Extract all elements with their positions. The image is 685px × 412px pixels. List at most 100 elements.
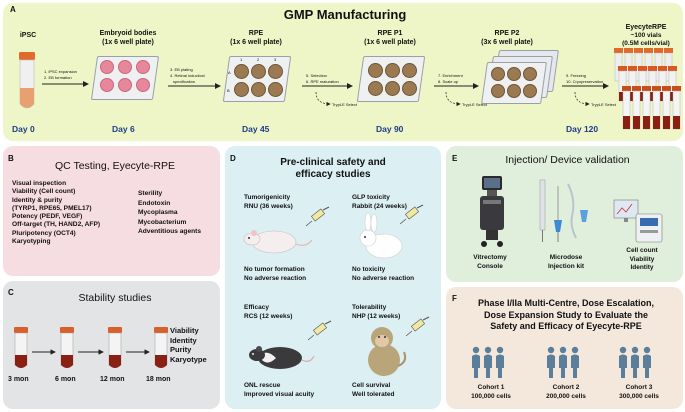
cohort-label: Cohort 1 100,000 cells: [466, 384, 516, 401]
person-icon: [547, 346, 555, 378]
device-label: Microdose Injection kit: [534, 254, 598, 271]
process-arrows: [42, 81, 609, 107]
eb-well: [118, 78, 132, 92]
rpe-well: [402, 81, 417, 96]
vial-icon: [153, 326, 169, 369]
panel-a-label: A: [10, 5, 16, 14]
rpe-well: [507, 84, 521, 98]
person-icon: [472, 346, 480, 378]
panel-e-label: E: [452, 154, 458, 163]
study-efficacy: Efficacy RCS (12 weeks): [244, 304, 292, 321]
eb-well: [100, 78, 114, 92]
stage-rpep1-sub: (1x 6 well plate): [364, 39, 416, 46]
rpe-well: [507, 67, 521, 81]
study-result: No tumor formation No adverse reaction: [244, 266, 306, 283]
attribute-item: Purity: [170, 345, 192, 354]
study-title: Efficacy: [244, 304, 269, 311]
study-model: NHP (12 weeks): [352, 312, 401, 320]
result-line: No adverse reaction: [244, 274, 307, 282]
panel-b-title: QC Testing, Eyecyte-RPE: [54, 160, 176, 172]
person-icon: [619, 346, 627, 378]
vials-icon: [614, 48, 681, 130]
step-label: 3. EB plating: [170, 67, 193, 72]
device-label: Cell count Viability Identity: [612, 247, 672, 273]
study-result: Cell survival Well tolerated: [352, 382, 395, 399]
result-line: Well tolerated: [352, 390, 395, 398]
stage-rpe-sub: (1x 6 well plate): [230, 39, 282, 46]
rpe-well: [234, 64, 249, 79]
syringe-icon: [305, 206, 330, 227]
rpe-well: [523, 67, 537, 81]
rpe-well: [402, 63, 417, 78]
panel-c-title: Stability studies: [78, 292, 152, 304]
qc-item: Sterility: [138, 190, 163, 197]
study-title: Tumorigenicity: [244, 194, 291, 201]
person-icon: [643, 346, 651, 378]
panel-e-title: Injection/ Device validation: [505, 154, 630, 166]
qc-item: Identity & purity: [12, 196, 63, 204]
cohort-people: [472, 346, 651, 378]
study-tumorigenicity: Tumorigenicity RNU (36 weeks): [244, 194, 293, 211]
plate-row-label: B: [227, 88, 230, 93]
qc-item: Visual inspection: [12, 180, 67, 187]
study-tolerability: Tolerability NHP (12 weeks): [352, 304, 400, 321]
device-line: Console: [477, 262, 503, 270]
rcs-rat-icon: [249, 346, 315, 369]
stage-rpep1-title: RPE P1: [377, 30, 403, 37]
eb-well: [136, 60, 150, 74]
tryple-label: TrypLE Select: [462, 102, 487, 107]
panel-b-qc-testing: [3, 146, 220, 276]
step-label: 2. EB formation: [44, 75, 72, 80]
cohort-cells: 300,000 cells: [619, 392, 659, 400]
study-title: GLP toxicity: [352, 194, 390, 201]
panel-d-title-1: Pre-clinical safety and: [280, 157, 386, 168]
plate-col-label: 1: [240, 57, 243, 62]
study-title: Tolerability: [352, 304, 387, 311]
device-line: Injection kit: [547, 262, 585, 270]
rpep2-plate-wells: [491, 67, 543, 103]
vial-icon: [107, 326, 123, 369]
panel-b-label: B: [8, 154, 14, 163]
qc-item: Off-target (TH, HAND2, AFP): [12, 221, 101, 229]
rpe-well: [251, 64, 266, 79]
stability-attributes: Viability Identity Purity Karyotype: [170, 326, 207, 364]
cohort-cells: 100,000 cells: [471, 392, 511, 400]
trial-title-line: Dose Expansion Study to Evaluate the: [483, 309, 649, 320]
stage-rpep2-title: RPE P2: [494, 30, 520, 37]
stage-final-sub2: (0.5M cells/vial): [622, 40, 670, 47]
stability-time: 6 mon: [55, 376, 76, 383]
step-label: 6. RPE maturation: [306, 79, 339, 84]
study-glp-toxicity: GLP toxicity Rabbit (24 weeks): [352, 194, 407, 211]
panel-d-title-2: efficacy studies: [295, 169, 371, 180]
eb-well: [136, 78, 150, 92]
result-line: No toxicity: [352, 266, 386, 273]
stage-rpep2-sub: (3x 6 well plate): [481, 39, 533, 46]
panel-a-title: GMP Manufacturing: [283, 7, 407, 22]
stage-eb-sub: (1x 6 well plate): [102, 39, 154, 46]
cohort-cells: 200,000 cells: [546, 392, 586, 400]
rpe-well: [491, 67, 505, 81]
plate-col-label: 2: [257, 57, 260, 62]
eb-well: [100, 60, 114, 74]
device-line: Identity: [630, 264, 654, 271]
qc-item: Potency (PEDF, VEGF): [12, 213, 83, 221]
cohort-name: Cohort 1: [477, 384, 505, 391]
rpe-well: [491, 84, 505, 98]
study-model: Rabbit (24 weeks): [352, 202, 407, 210]
study-result: ONL rescue Improved visual acuity: [244, 382, 314, 399]
stability-time: 12 mon: [100, 376, 125, 383]
person-icon: [496, 346, 504, 378]
panel-d-preclinical: [225, 146, 441, 409]
qc-right-list: Sterility Endotoxin Mycoplasma Mycobacte…: [138, 189, 218, 237]
step-label: 7. Enrichment: [438, 73, 463, 78]
rpe-plate-wells: [234, 64, 286, 100]
device-label: Vitrectomy Console: [462, 254, 518, 271]
step-label: 9. Freezing: [566, 73, 587, 78]
day-label: Day 6: [112, 124, 135, 134]
step-label: 4. Retinal induction/: [170, 73, 206, 78]
attribute-item: Viability: [170, 326, 199, 335]
step-label: specification: [173, 79, 196, 84]
qc-item: Adventitious agents: [138, 228, 202, 235]
study-model: RCS (12 weeks): [244, 312, 293, 320]
qc-left-list: Visual inspection Viability (Cell count)…: [12, 180, 137, 246]
